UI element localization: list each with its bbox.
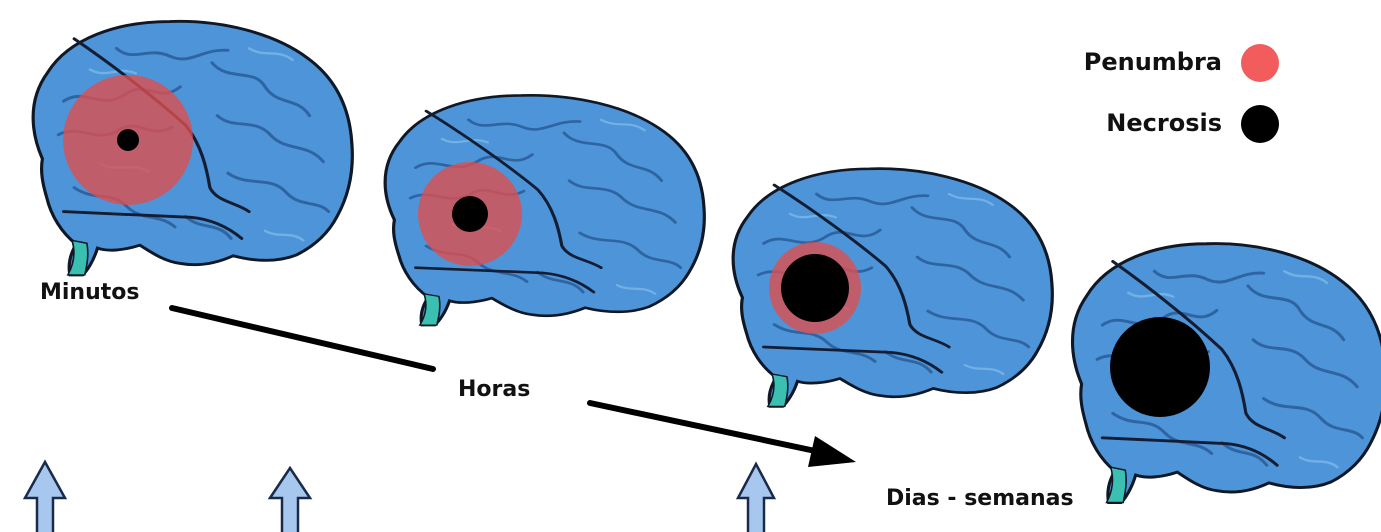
legend-necrosis-label: Necrosis — [1106, 109, 1222, 137]
necrosis-core-horas — [452, 196, 488, 232]
timeline-label-horas: Horas — [458, 377, 530, 402]
up-arrow-2 — [270, 468, 310, 532]
timeline-label-minutos: Minutos — [40, 280, 139, 305]
timeline-arrowhead — [808, 436, 856, 467]
timeline-label-dias-semanas: Dias - semanas — [886, 486, 1074, 511]
legend-necrosis-swatch — [1241, 105, 1279, 143]
necrosis-core-semanas — [1110, 317, 1210, 417]
legend-penumbra-label: Penumbra — [1084, 48, 1222, 76]
up-arrow-1 — [25, 462, 65, 532]
up-arrow-3 — [738, 464, 774, 532]
necrosis-core-dias — [781, 254, 849, 322]
timeline-line-lower — [590, 403, 820, 452]
timeline-line-upper — [172, 308, 433, 369]
legend-penumbra-swatch — [1241, 44, 1279, 82]
necrosis-core-minutos — [117, 129, 139, 151]
